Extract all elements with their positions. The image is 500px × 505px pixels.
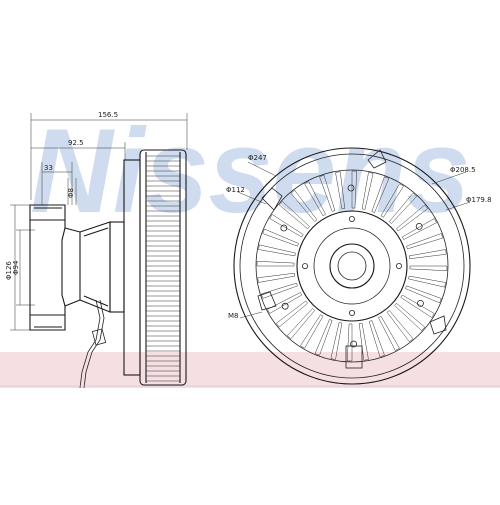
clutch-drum bbox=[123, 149, 187, 386]
radial-fin bbox=[388, 192, 417, 224]
radial-fin bbox=[400, 294, 435, 318]
dim-mid-length: 92.5 bbox=[68, 139, 84, 147]
radial-fin bbox=[260, 282, 298, 299]
radial-fin bbox=[405, 285, 442, 304]
bolt-hole bbox=[281, 302, 289, 310]
radial-fin bbox=[358, 322, 369, 361]
radial-fin bbox=[378, 315, 400, 351]
bolt-hole bbox=[280, 224, 288, 232]
dim-d112: Φ112 bbox=[226, 186, 245, 194]
bolt-holes bbox=[280, 184, 424, 348]
bolt-hole bbox=[348, 216, 355, 223]
radial-fin bbox=[396, 204, 429, 232]
dim-bolt: M8 bbox=[228, 312, 239, 320]
background-band bbox=[0, 352, 500, 388]
radial-fin bbox=[351, 170, 358, 209]
radial-fin bbox=[287, 308, 316, 340]
bolt-hole bbox=[349, 309, 356, 316]
radial-fin bbox=[408, 275, 446, 288]
dim-small-dia: Φ8 bbox=[67, 188, 75, 198]
radial-fin bbox=[267, 292, 303, 314]
radial-fin bbox=[314, 319, 333, 356]
radial-fin bbox=[257, 272, 296, 283]
sensor-cable bbox=[79, 299, 107, 389]
hub-ring-inner bbox=[329, 243, 375, 289]
front-view: Φ247 Φ112 Φ208.5 Φ179.8 M8 bbox=[226, 147, 492, 385]
dimension-lines bbox=[10, 113, 188, 331]
radial-fin bbox=[262, 228, 299, 247]
outer-rim-inner bbox=[239, 153, 465, 379]
side-view: 156.5 92.5 33 Φ8 Φ126 Φ94 bbox=[5, 111, 188, 389]
radial-fin bbox=[275, 300, 308, 328]
radial-fin bbox=[409, 265, 448, 272]
radial-fin bbox=[258, 244, 296, 257]
radial-fin bbox=[319, 174, 336, 212]
dim-short-length: 33 bbox=[44, 164, 53, 172]
bolt-hole bbox=[302, 263, 309, 270]
bolt-hole bbox=[415, 222, 423, 230]
dim-overall-length: 156.5 bbox=[98, 111, 118, 119]
bolt-hole bbox=[347, 184, 355, 192]
dim-d179: Φ179.8 bbox=[466, 196, 492, 204]
radial-fin bbox=[346, 323, 353, 362]
dim-flange-dia: Φ126 bbox=[5, 261, 13, 280]
radial-fin bbox=[408, 249, 447, 260]
radial-fin bbox=[371, 176, 390, 213]
radial-fin bbox=[380, 183, 404, 218]
hub-ring-mid bbox=[313, 227, 391, 305]
radial-fin bbox=[269, 214, 304, 238]
radial-fin bbox=[335, 171, 346, 210]
leader-lines bbox=[237, 161, 471, 319]
radial-fin bbox=[361, 172, 374, 210]
radial-fin bbox=[278, 201, 310, 230]
radial-fin bbox=[290, 189, 318, 222]
bolt-hole bbox=[417, 299, 424, 307]
outer-rim bbox=[233, 147, 471, 385]
dim-d247: Φ247 bbox=[248, 154, 267, 162]
radial-fins bbox=[256, 170, 448, 362]
radial-fin bbox=[330, 322, 343, 360]
watermark: Nissens bbox=[30, 104, 470, 238]
radial-fin bbox=[394, 302, 426, 331]
radial-fin bbox=[256, 260, 295, 267]
hub-bore bbox=[337, 251, 367, 281]
radial-fin bbox=[406, 233, 444, 250]
bolt-hole bbox=[395, 262, 402, 269]
dim-d208: Φ208.5 bbox=[450, 166, 476, 174]
fin-ring bbox=[255, 169, 449, 363]
radial-fin bbox=[300, 314, 324, 349]
radial-fin bbox=[304, 181, 326, 217]
radial-fin bbox=[386, 310, 414, 343]
drum-fins bbox=[146, 155, 180, 382]
mounting-lugs bbox=[257, 149, 447, 369]
radial-fin bbox=[368, 320, 385, 358]
hub-body bbox=[29, 204, 125, 331]
dim-hub-dia: Φ94 bbox=[12, 260, 20, 275]
radial-fin bbox=[401, 218, 437, 240]
hub-ring-outer bbox=[296, 210, 408, 322]
bolt-hole bbox=[350, 340, 358, 348]
